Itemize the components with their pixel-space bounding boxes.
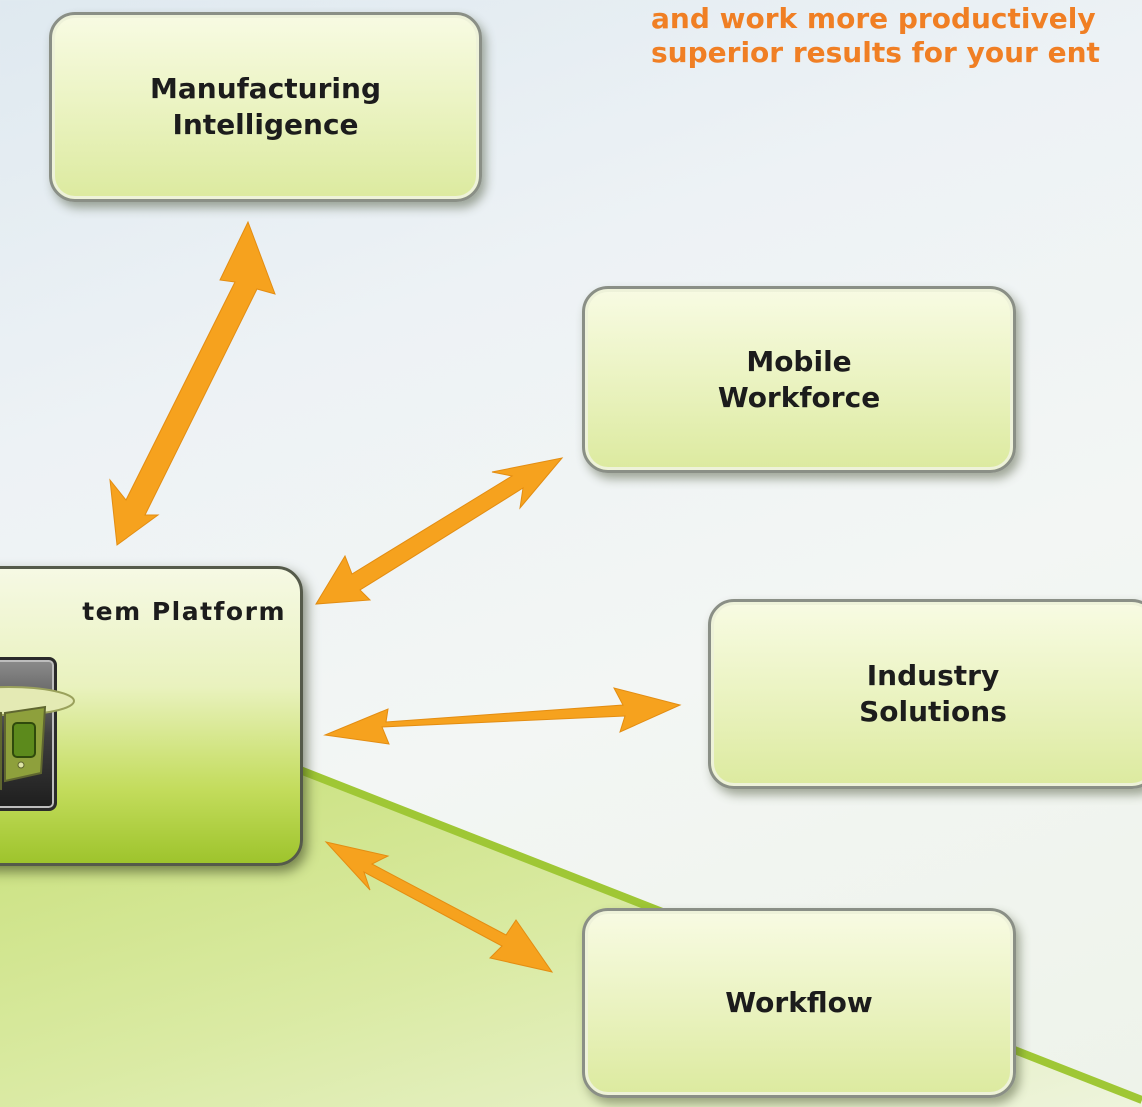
- node-manufacturing-intelligence[interactable]: Manufacturing Intelligence: [49, 12, 482, 202]
- node-mobile-workforce[interactable]: Mobile Workforce: [582, 286, 1016, 473]
- platform-title: tem Platform: [82, 597, 286, 626]
- arrow-mobile: [315, 457, 564, 605]
- platform-device-icon: [0, 686, 75, 791]
- node-label-line-2: Solutions: [859, 695, 1007, 728]
- node-label-line-1: Workflow: [725, 986, 873, 1019]
- node-label-line-2: Intelligence: [172, 108, 359, 141]
- headline: and work more productively superior resu…: [651, 2, 1142, 70]
- arrow-manufacturing: [109, 220, 276, 546]
- node-system-platform[interactable]: tem Platform: [0, 566, 303, 866]
- node-label-line-1: Industry: [866, 659, 1000, 692]
- node-workflow[interactable]: Workflow: [582, 908, 1016, 1098]
- headline-line-2: superior results for your ent: [651, 36, 1100, 69]
- node-label-line-1: Mobile: [746, 344, 852, 378]
- headline-line-1: and work more productively: [651, 2, 1096, 35]
- arrow-workflow: [324, 841, 554, 973]
- node-label-line-1: Manufacturing: [150, 72, 381, 105]
- node-label-line-2: Workforce: [717, 380, 881, 414]
- arrow-industry: [323, 687, 682, 745]
- node-industry-solutions[interactable]: Industry Solutions: [708, 599, 1142, 789]
